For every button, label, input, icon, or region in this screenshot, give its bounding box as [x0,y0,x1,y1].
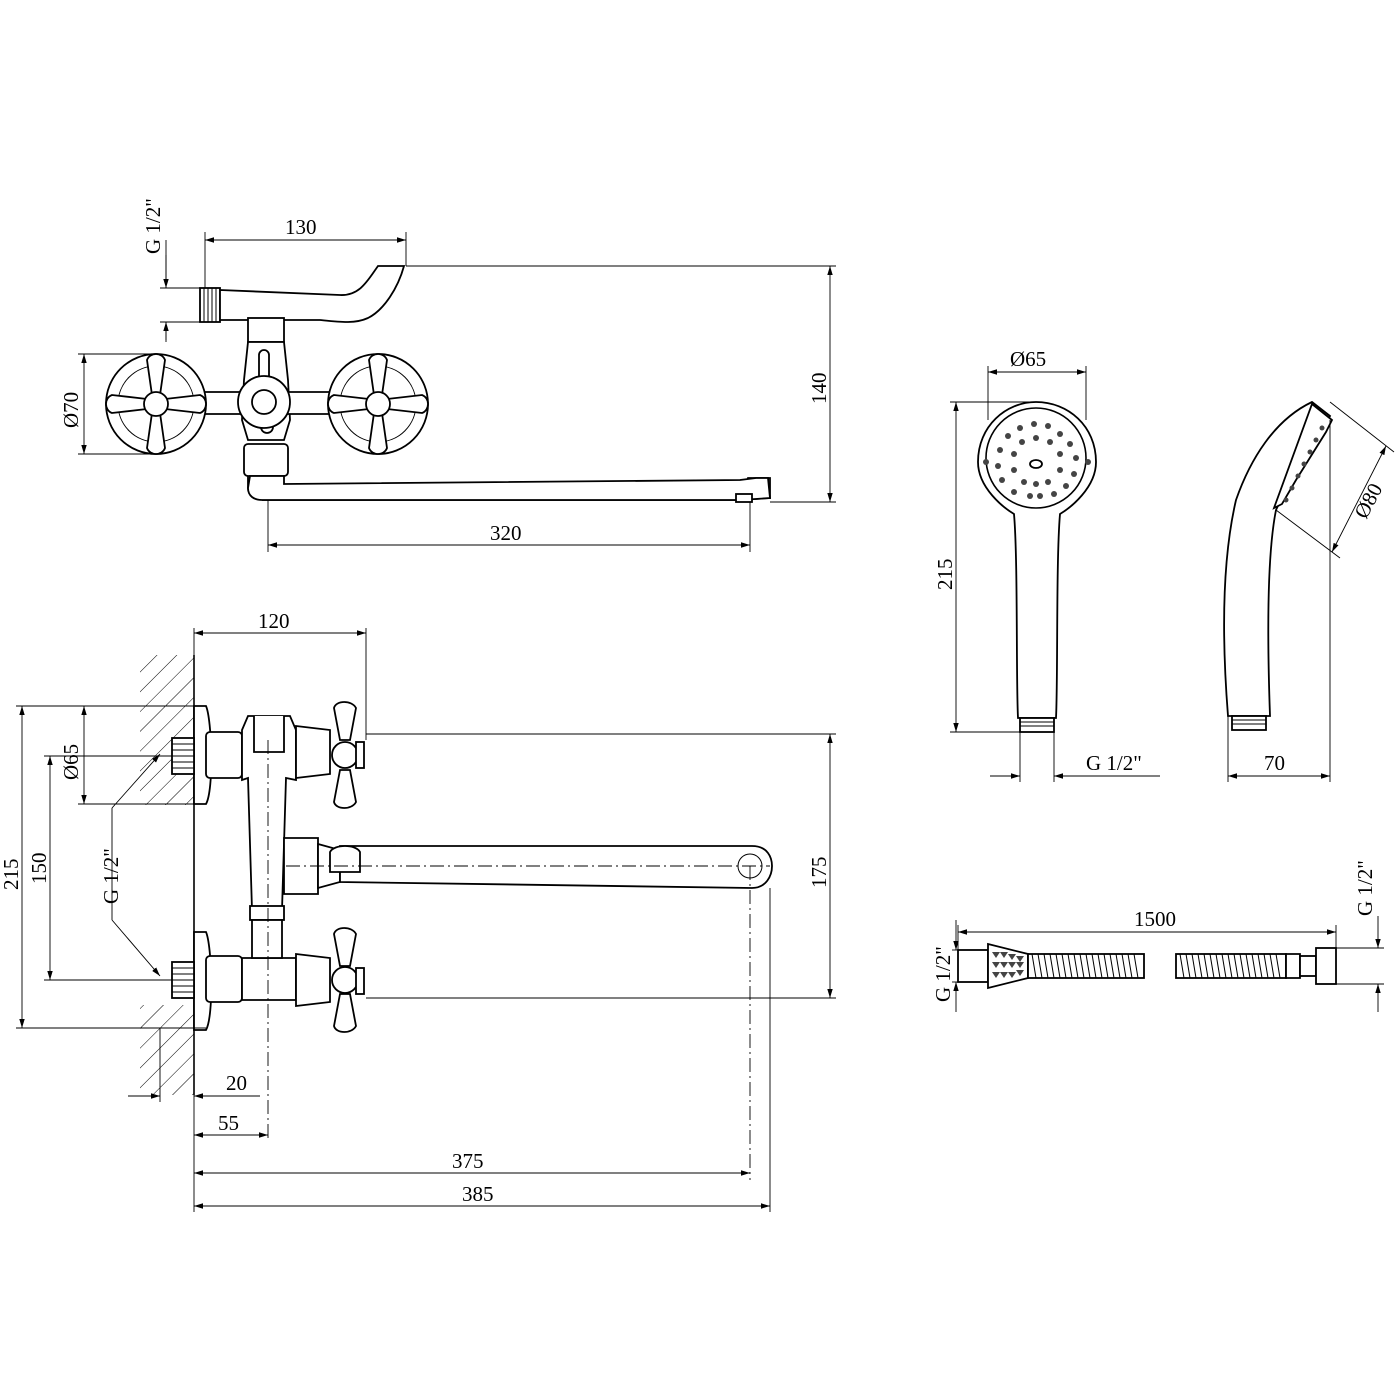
side-dim-385: 385 [462,1182,494,1206]
wall-hatch-bottom [140,1005,194,1095]
right-cross-handle [327,353,429,455]
top-dim-130: 130 [285,215,317,239]
side-dim-20: 20 [226,1071,247,1095]
side-dim-215: 215 [0,859,23,891]
left-cross-handle [105,353,207,455]
hose-thread-left: G 1/2" [931,946,955,1002]
top-view-dimensions: G 1/2" 130 140 Ø70 320 [59,198,836,552]
side-spout [339,845,773,889]
shower-dim-d80: Ø80 [1349,479,1387,522]
side-dim-d65: Ø65 [59,744,83,780]
mixer-side-view [140,655,773,1180]
hose-coil-left [1031,953,1139,979]
shower-dim-70: 70 [1264,751,1285,775]
hand-shower-front [977,401,1097,733]
shower-dim-215: 215 [933,559,957,591]
central-body [247,317,285,343]
top-dim-320: 320 [490,521,522,545]
side-dim-175: 175 [807,857,831,889]
top-thread-label: G 1/2" [141,198,165,254]
hand-shower-side [1223,400,1334,731]
top-dim-d70: Ø70 [59,392,83,428]
shower-dim-d65: Ø65 [1010,347,1046,371]
side-thread-label: G 1/2" [99,848,123,904]
side-dim-375: 375 [452,1149,484,1173]
diverter-lever [219,265,406,323]
side-nozzles [1283,425,1325,503]
shower-thread-label: G 1/2" [1086,751,1142,775]
side-view-dimensions: 120 215 150 Ø65 G 1/2" 175 20 55 375 385 [0,609,836,1212]
mixer-front-view [105,265,771,503]
top-dim-140: 140 [807,373,831,405]
hose-coil-right [1179,953,1281,979]
inlet-thread [199,287,221,323]
side-dim-55: 55 [218,1111,239,1135]
hose-dim-1500: 1500 [1134,907,1176,931]
side-dim-120: 120 [258,609,290,633]
spray-nozzles [983,421,1091,499]
side-dim-150: 150 [27,853,51,885]
hose-dimensions: 1500 G 1/2" G 1/2" [931,860,1384,1012]
hose-thread-right: G 1/2" [1353,860,1377,916]
wall-hatch-top [140,655,194,805]
hand-shower-front-dimensions: Ø65 215 G 1/2" [933,347,1160,782]
side-bottom-handle [295,927,365,1033]
hose-cone-pattern [992,952,1024,978]
shower-hose [957,942,1337,990]
side-top-handle [295,701,365,809]
